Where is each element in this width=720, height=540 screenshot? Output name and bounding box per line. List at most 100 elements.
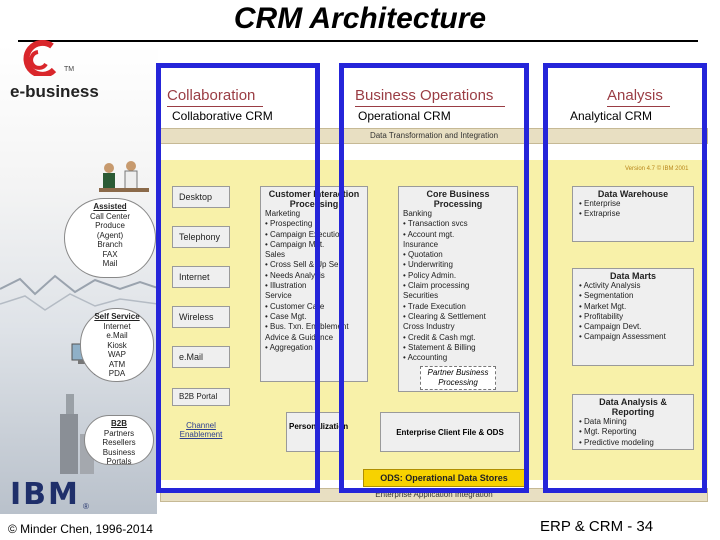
- bubble-b2b-item: Business: [102, 447, 136, 457]
- label-analytical-crm: Analytical CRM: [570, 109, 653, 123]
- cip-list: Marketing• Prospecting• Campaign Executi…: [265, 209, 363, 353]
- list-item: • Needs Analysis: [265, 270, 325, 280]
- marts-title: Data Marts: [609, 271, 656, 281]
- bubble-self-service-title: Self Service: [94, 312, 140, 321]
- left-brand-panel: [0, 44, 158, 514]
- list-item: • Data Mining: [579, 417, 627, 426]
- warehouse-list: • Enterprise• Extraprise: [579, 199, 687, 220]
- list-item: • Underwriting: [403, 260, 453, 270]
- label-collaborative-crm: Collaborative CRM: [172, 109, 273, 123]
- header-business-operations-underline: [355, 106, 505, 107]
- list-item: • Customer Care: [265, 301, 325, 311]
- list-item: Insurance: [403, 239, 439, 249]
- bubble-assisted-item: (Agent): [96, 230, 124, 240]
- list-item: Marketing: [265, 209, 301, 218]
- channel-telephony: Telephony: [172, 226, 230, 248]
- header-collaboration: Collaboration: [167, 87, 256, 104]
- list-item: • Campaign Assessment: [579, 332, 666, 342]
- bubble-assisted-item: FAX: [102, 249, 118, 259]
- background-graphics: [0, 274, 158, 474]
- list-item: • Case Mgt.: [265, 311, 307, 321]
- footer-copyright: © Minder Chen, 1996-2014: [8, 522, 153, 536]
- list-item: • Claim processing: [403, 281, 470, 291]
- list-item: • Bus. Txn. Enablement: [265, 322, 349, 332]
- list-item: • Extraprise: [579, 209, 621, 219]
- analysis-reporting-list: • Data Mining• Mgt. Reporting• Predictiv…: [579, 417, 687, 448]
- marts-list: • Activity Analysis• Segmentation• Marke…: [579, 281, 687, 343]
- bubble-self-service-item: PDA: [108, 369, 126, 378]
- box-data-analysis-reporting: Data Analysis & Reporting • Data Mining•…: [572, 394, 694, 450]
- list-item: • Quotation: [403, 250, 443, 260]
- trademark-mark: TM: [64, 66, 75, 73]
- list-item: • Clearing & Settlement: [403, 311, 486, 321]
- header-analysis: Analysis: [607, 87, 663, 104]
- ebusiness-wordmark: e-business: [10, 82, 99, 101]
- bubble-b2b-item: Partners: [103, 428, 135, 438]
- box-core-business-processing: Core Business Processing Banking• Transa…: [398, 186, 518, 392]
- band-data-transformation: Data Transformation and Integration: [160, 128, 708, 144]
- list-item: • Market Mgt.: [579, 301, 627, 311]
- list-item: • Illustration: [265, 281, 307, 291]
- list-item: • Aggregation: [265, 342, 313, 352]
- list-item: • Campaign Execution: [265, 229, 344, 239]
- bubble-assisted-item: Branch: [97, 240, 123, 249]
- bubble-assisted-item: Mail: [102, 259, 118, 268]
- list-item: Advice & Guidance: [265, 332, 334, 342]
- bubble-self-service-item: Kiosk: [107, 340, 127, 350]
- bubble-self-service-item: WAP: [108, 350, 126, 359]
- ibm-logo: IBM: [10, 477, 80, 512]
- list-item: • Campaign Mgt.: [265, 239, 325, 249]
- list-item: • Statement & Billing: [403, 342, 476, 352]
- bubble-self-service: Self Service Internet e.Mail Kiosk WAP A…: [80, 308, 154, 382]
- box-data-warehouse: Data Warehouse • Enterprise• Extraprise: [572, 186, 694, 242]
- list-item: • Transaction svcs: [403, 219, 468, 229]
- channel-internet: Internet: [172, 266, 230, 288]
- list-item: • Policy Admin.: [403, 270, 457, 280]
- list-item: • Account mgt.: [403, 229, 455, 239]
- column-analytical-highlight: [543, 63, 707, 493]
- list-item: • Cross Sell & Up Sell: [265, 260, 343, 270]
- list-item: Banking: [403, 209, 432, 218]
- list-item: • Enterprise: [579, 199, 621, 208]
- box-enterprise-client-file: Enterprise Client File & ODS: [380, 412, 520, 452]
- footer-slide-number: ERP & CRM - 34: [540, 518, 654, 535]
- channel-enablement-label: Channel Enablement: [179, 421, 223, 439]
- people-meeting-icon: [99, 161, 149, 192]
- bubble-self-service-item: ATM: [108, 359, 126, 369]
- list-item: • Activity Analysis: [579, 281, 641, 290]
- channel-wireless: Wireless: [172, 306, 230, 328]
- bubble-self-service-item: e.Mail: [106, 331, 128, 340]
- ibm-registered-mark: ®: [83, 502, 89, 511]
- list-item: • Segmentation: [579, 291, 634, 301]
- label-operational-crm: Operational CRM: [358, 109, 451, 123]
- list-item: • Mgt. Reporting: [579, 427, 637, 437]
- bubble-b2b-item: Resellers: [102, 438, 136, 447]
- bubble-b2b: B2B Partners Resellers Business Portals: [84, 415, 154, 466]
- header-business-operations: Business Operations: [355, 87, 494, 104]
- cbp-title: Core Business Processing: [426, 189, 490, 209]
- bubble-b2b-title: B2B: [110, 419, 127, 428]
- list-item: Sales: [265, 250, 286, 260]
- list-item: • Accounting: [403, 353, 448, 363]
- header-analysis-underline: [607, 106, 670, 107]
- bubble-assisted: Assisted Call Center Produce (Agent) Bra…: [64, 198, 156, 278]
- bubble-assisted-item: Produce: [95, 221, 125, 230]
- column-operational-highlight: [339, 63, 529, 493]
- list-item: Securities: [403, 291, 439, 301]
- bubble-self-service-item: Internet: [103, 321, 131, 331]
- list-item: • Prospecting: [265, 219, 313, 229]
- box-customer-interaction-processing: Customer Interaction Processing Marketin…: [260, 186, 368, 382]
- channel-email: e.Mail: [172, 346, 230, 368]
- box-partner-business-processing: Partner Business Processing: [420, 366, 496, 390]
- title-rule: [18, 40, 698, 42]
- box-data-marts: Data Marts • Activity Analysis• Segmenta…: [572, 268, 694, 366]
- header-collaboration-underline: [167, 106, 263, 107]
- slide-title: CRM Architecture: [233, 2, 487, 35]
- list-item: • Campaign Devt.: [579, 322, 642, 332]
- list-item: Service: [265, 291, 292, 301]
- channel-b2b-portal: B2B Portal: [172, 388, 230, 406]
- bubble-b2b-item: Portals: [106, 457, 132, 466]
- version-note: Version 4.7 © IBM 2001: [625, 166, 689, 172]
- analysis-reporting-title: Data Analysis & Reporting: [599, 397, 667, 417]
- cip-title: Customer Interaction Processing: [268, 189, 360, 209]
